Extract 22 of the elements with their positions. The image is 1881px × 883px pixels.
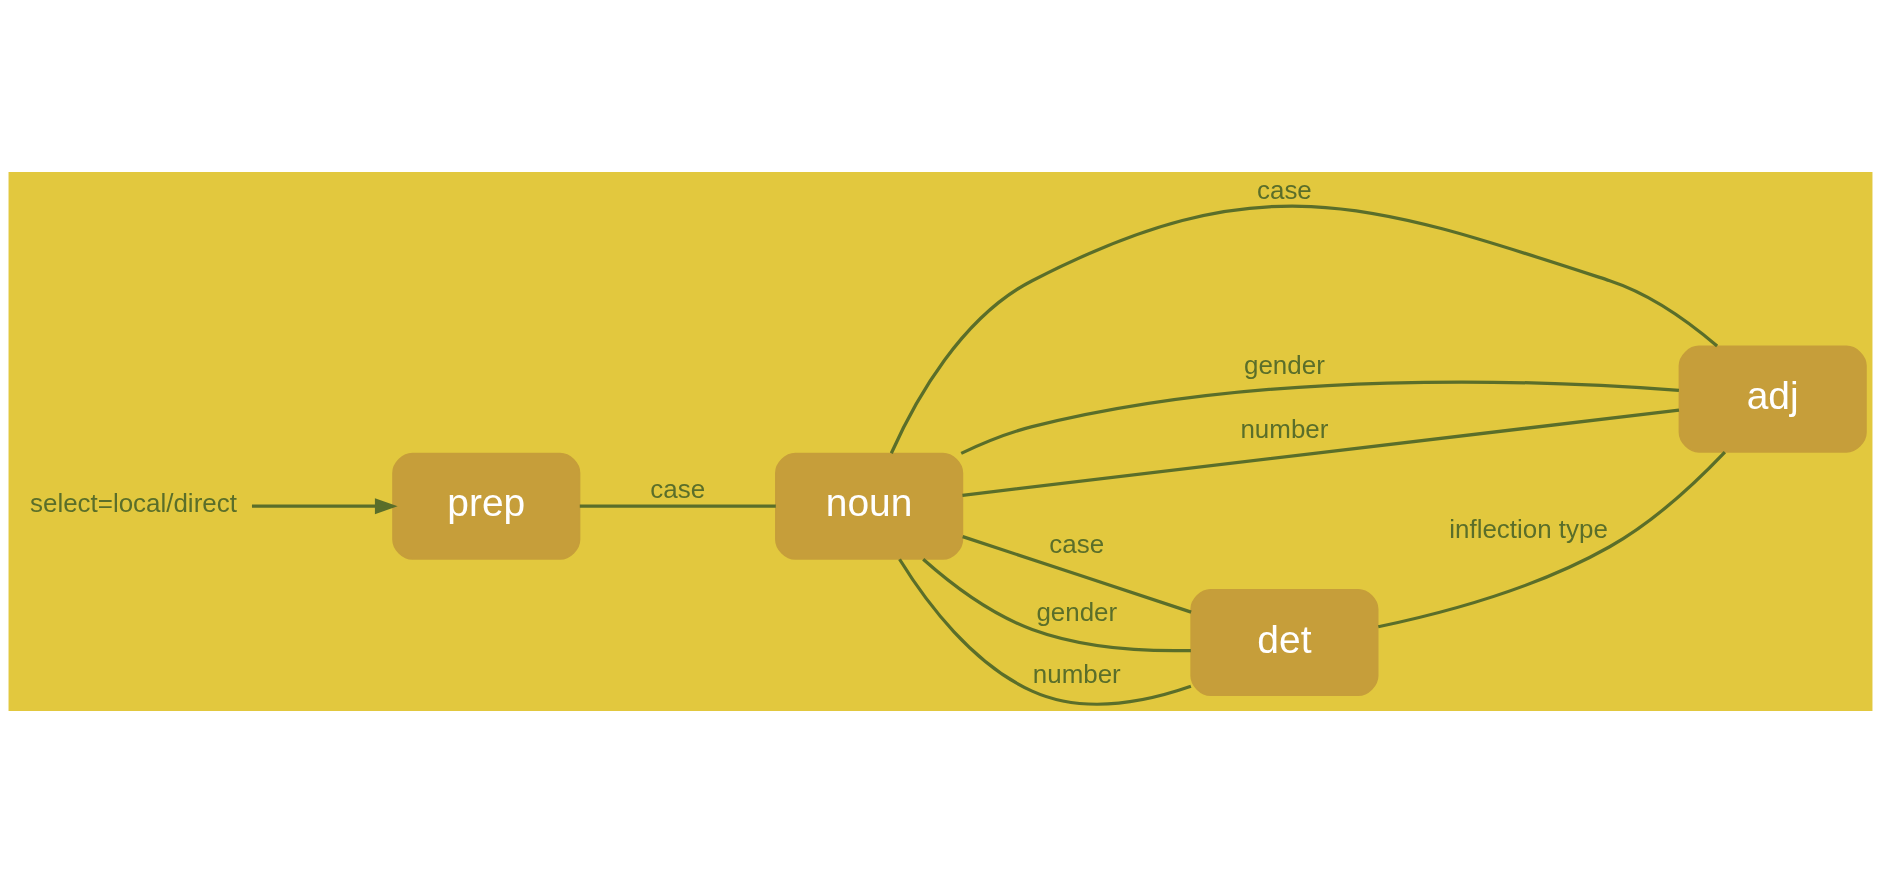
node-box: prep (392, 452, 581, 560)
node-box: noun (775, 452, 964, 560)
connector (898, 558, 1192, 706)
node-box: adj (1678, 345, 1867, 453)
connector (1377, 451, 1727, 629)
arrow (251, 498, 398, 515)
connector (922, 558, 1191, 653)
connector (889, 204, 1719, 454)
edge-label: number (1032, 659, 1121, 688)
edge-label: inflection type (1449, 515, 1608, 544)
connector (962, 408, 1680, 497)
node-text: select=local/direct (30, 489, 237, 518)
edge-label: case (1257, 176, 1312, 205)
edge-label: case (650, 474, 706, 503)
edge-label: case (1049, 529, 1105, 558)
edge-label: gender (1036, 598, 1118, 627)
connector (579, 504, 776, 508)
connector (962, 535, 1192, 614)
node-box: det (1190, 588, 1379, 696)
edge-label: number (1240, 414, 1329, 443)
connector (960, 380, 1680, 455)
edge-label: gender (1244, 351, 1325, 380)
